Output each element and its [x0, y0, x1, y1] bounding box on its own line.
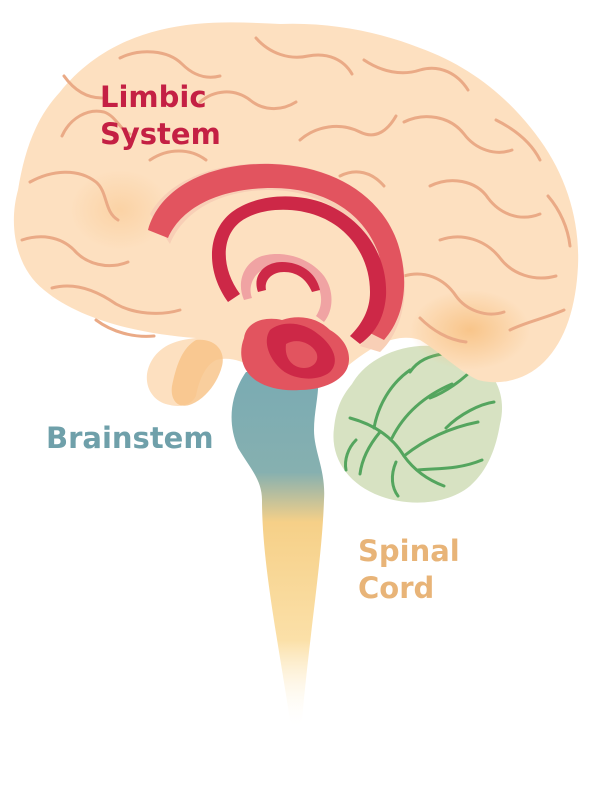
limbic-label-line1: Limbic	[100, 80, 207, 114]
spinal-label-line2: Cord	[358, 571, 435, 605]
cerebrum-sulci	[20, 36, 572, 344]
spinal-cord-label: Spinal Cord	[358, 533, 460, 607]
pituitary-stalk	[171, 339, 223, 406]
cerebrum-shade	[410, 290, 530, 370]
cerebellum-body	[333, 345, 503, 503]
fornix	[211, 196, 387, 344]
limbic-system	[148, 163, 405, 391]
hippocampus	[285, 341, 318, 368]
limbic-label-line2: System	[100, 117, 221, 151]
spinal-label-line1: Spinal	[358, 534, 460, 568]
limbic-hook	[256, 262, 320, 292]
cerebrum-shade	[70, 170, 170, 250]
cerebellum	[333, 345, 503, 503]
limbic-system-label: Limbic System	[100, 79, 221, 153]
brainstem-label-text: Brainstem	[46, 421, 214, 455]
cerebellum-veins	[344, 352, 496, 498]
limbic-inner-arc	[240, 254, 332, 322]
limbic-halo	[150, 163, 405, 352]
cerebrum	[13, 22, 579, 406]
brainstem-label: Brainstem	[46, 420, 214, 457]
spinal-cord	[231, 372, 325, 730]
